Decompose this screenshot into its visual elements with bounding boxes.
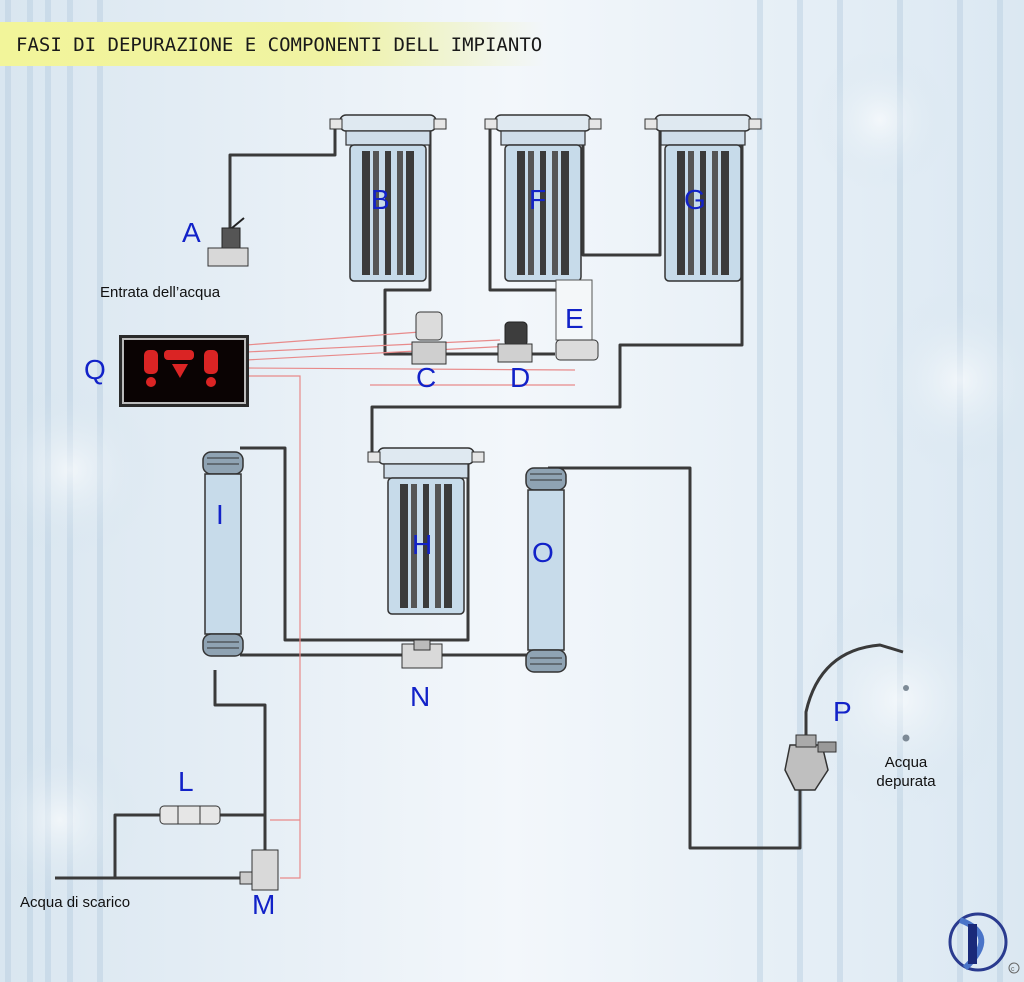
page-title: FASI DI DEPURAZIONE E COMPONENTI DELL IM… <box>16 34 543 56</box>
label-D: D <box>510 362 531 393</box>
label-B: B <box>371 184 390 215</box>
purified-water-line1: Acqua <box>884 754 928 771</box>
valve-M <box>239 849 279 891</box>
label-F: F <box>529 184 547 215</box>
label-M: M <box>252 889 276 920</box>
title-banner <box>0 22 545 66</box>
drain-water-note: Acqua di scarico <box>20 894 131 911</box>
purified-water-line2: depurata <box>876 772 936 790</box>
membrane-housing-I <box>202 451 244 657</box>
label-N: N <box>410 681 431 712</box>
label-A: A <box>182 217 201 248</box>
label-O: O <box>532 537 554 568</box>
label-G: G <box>684 184 706 215</box>
label-H: H <box>412 529 433 560</box>
label-C: C <box>416 362 437 393</box>
faucet-P <box>784 685 910 791</box>
label-E: E <box>565 303 584 334</box>
purified-water-note: Acqua depurata <box>866 754 946 792</box>
flow-restrictor-L <box>159 805 221 825</box>
fish-logo-icon <box>948 912 1008 972</box>
solenoid-valve-C <box>411 311 447 365</box>
valve-N <box>401 639 443 669</box>
inlet-valve-A <box>207 217 249 267</box>
label-L: L <box>178 766 194 797</box>
svg-text:c: c <box>1011 966 1015 973</box>
post-filter-O <box>525 467 567 673</box>
display-digits <box>144 350 218 387</box>
label-I: I <box>216 499 224 530</box>
label-P: P <box>833 696 852 727</box>
unit-E <box>555 279 599 361</box>
digital-display-Q <box>119 335 249 407</box>
copyright-icon: c <box>1008 962 1020 974</box>
water-inlet-note: Entrata dell’acqua <box>100 284 221 301</box>
solenoid-valve-D <box>497 321 533 363</box>
label-Q: Q <box>84 354 106 385</box>
